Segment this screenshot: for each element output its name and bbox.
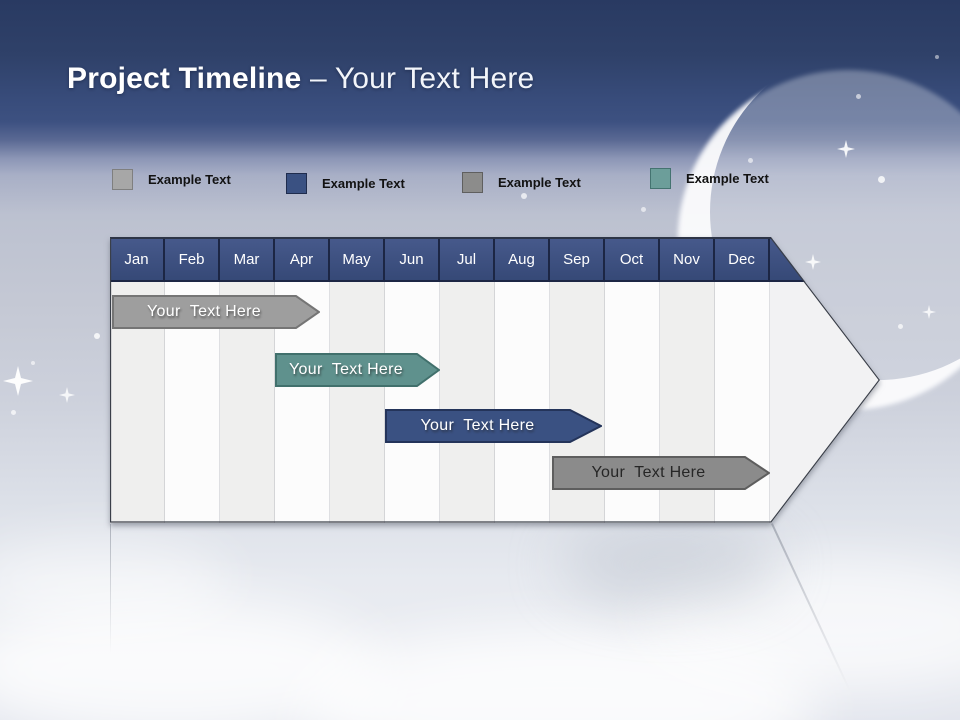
month-column-may: [330, 282, 385, 523]
star-sparkle-icon: [3, 366, 33, 396]
legend-label: Example Text: [498, 174, 581, 190]
month-cell-aug: Aug: [495, 239, 550, 280]
month-cell-oct: Oct: [605, 239, 660, 280]
legend-swatch-icon: [650, 167, 671, 189]
legend-label: Example Text: [686, 170, 769, 186]
star-dot-icon: [855, 93, 861, 99]
slide-title-main: Project Timeline: [67, 62, 302, 95]
slide-title: Project Timeline – Your Text Here: [67, 62, 534, 96]
legend-item-4: Example Text: [650, 167, 769, 189]
star-dot-icon: [877, 175, 885, 183]
gantt-bar-label: Your Text Here: [420, 417, 535, 434]
star-dot-icon: [640, 206, 646, 212]
month-column-jul: [440, 282, 495, 523]
legend-label: Example Text: [148, 171, 231, 187]
legend-swatch-icon: [462, 171, 483, 193]
month-column-aug: [495, 282, 550, 523]
month-column-jun: [385, 282, 440, 523]
month-cell-apr: Apr: [275, 239, 330, 280]
cloud: [300, 630, 820, 720]
arrowhead-fill: [770, 282, 880, 523]
legend-item-2: Example Text: [286, 172, 405, 194]
gantt-bar-row3: Your Text Here: [385, 409, 602, 443]
star-sparkle-icon: [837, 140, 855, 158]
star-sparkle-icon: [59, 387, 75, 403]
header-fill: [770, 239, 880, 280]
star-dot-icon: [897, 323, 903, 329]
gantt-bar-row1: Your Text Here: [112, 295, 320, 329]
star-dot-icon: [935, 55, 939, 59]
month-cell-jun: Jun: [385, 239, 440, 280]
star-sparkle-icon: [922, 305, 936, 319]
cloud: [0, 540, 230, 630]
gantt-bar-label: Your Text Here: [591, 464, 706, 481]
cloud: [640, 560, 960, 690]
gantt-bar-label: Your Text Here: [289, 361, 403, 378]
month-cell-nov: Nov: [660, 239, 715, 280]
legend-swatch-icon: [112, 168, 133, 190]
slide-title-sub: – Your Text Here: [301, 62, 535, 95]
month-cell-mar: Mar: [220, 239, 275, 280]
gantt-bar-row2: Your Text Here: [275, 353, 440, 387]
cloud: [560, 525, 780, 605]
star-dot-icon: [10, 409, 16, 415]
month-cell-jul: Jul: [440, 239, 495, 280]
cloud: [0, 600, 380, 720]
legend-item-3: Example Text: [462, 171, 581, 193]
month-cell-may: May: [330, 239, 385, 280]
gantt-bar-label: Your Text Here: [147, 303, 261, 320]
star-dot-icon: [31, 361, 35, 365]
legend-item-1: Example Text: [112, 168, 231, 190]
legend-label: Example Text: [322, 175, 405, 191]
star-dot-icon: [747, 157, 753, 163]
month-cell-jan: Jan: [110, 239, 165, 280]
gantt-bar-row4: Your Text Here: [552, 456, 770, 490]
star-dot-icon: [94, 333, 100, 339]
star-dot-icon: [521, 193, 527, 199]
reflection-arrow-edge: [771, 523, 851, 692]
legend-swatch-icon: [286, 172, 307, 194]
month-cell-sep: Sep: [550, 239, 605, 280]
month-cell-feb: Feb: [165, 239, 220, 280]
reflection-left-edge: [110, 524, 111, 654]
month-cell-dec: Dec: [715, 239, 770, 280]
